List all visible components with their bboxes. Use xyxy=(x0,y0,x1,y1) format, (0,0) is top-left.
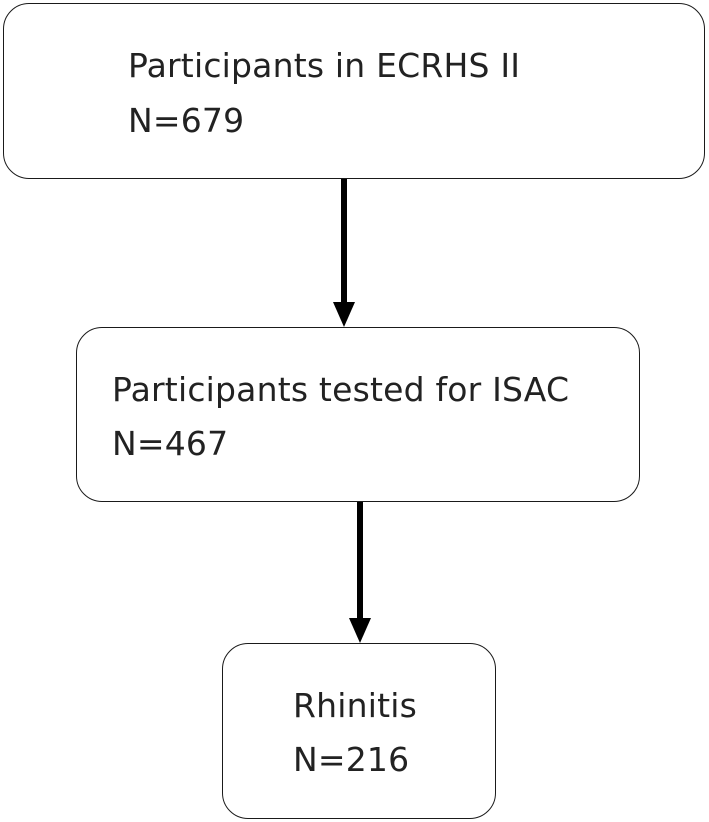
node-ecrhs-participants: Participants in ECRHS II N=679 xyxy=(3,3,705,179)
node-isac-label: Participants tested for ISAC xyxy=(112,370,570,409)
node-ecrhs-label: Participants in ECRHS II xyxy=(128,46,521,85)
node-isac-tested: Participants tested for ISAC N=467 xyxy=(76,327,640,502)
arrow-isac-to-rhinitis xyxy=(349,502,371,643)
node-isac-count: N=467 xyxy=(112,424,229,463)
arrow-2-head xyxy=(349,618,371,643)
node-rhinitis-count: N=216 xyxy=(293,740,410,779)
arrow-1-head xyxy=(333,302,355,327)
node-ecrhs-count: N=679 xyxy=(128,101,245,140)
node-rhinitis: Rhinitis N=216 xyxy=(222,643,496,819)
node-rhinitis-label: Rhinitis xyxy=(293,686,417,725)
arrow-ecrhs-to-isac xyxy=(333,179,355,327)
